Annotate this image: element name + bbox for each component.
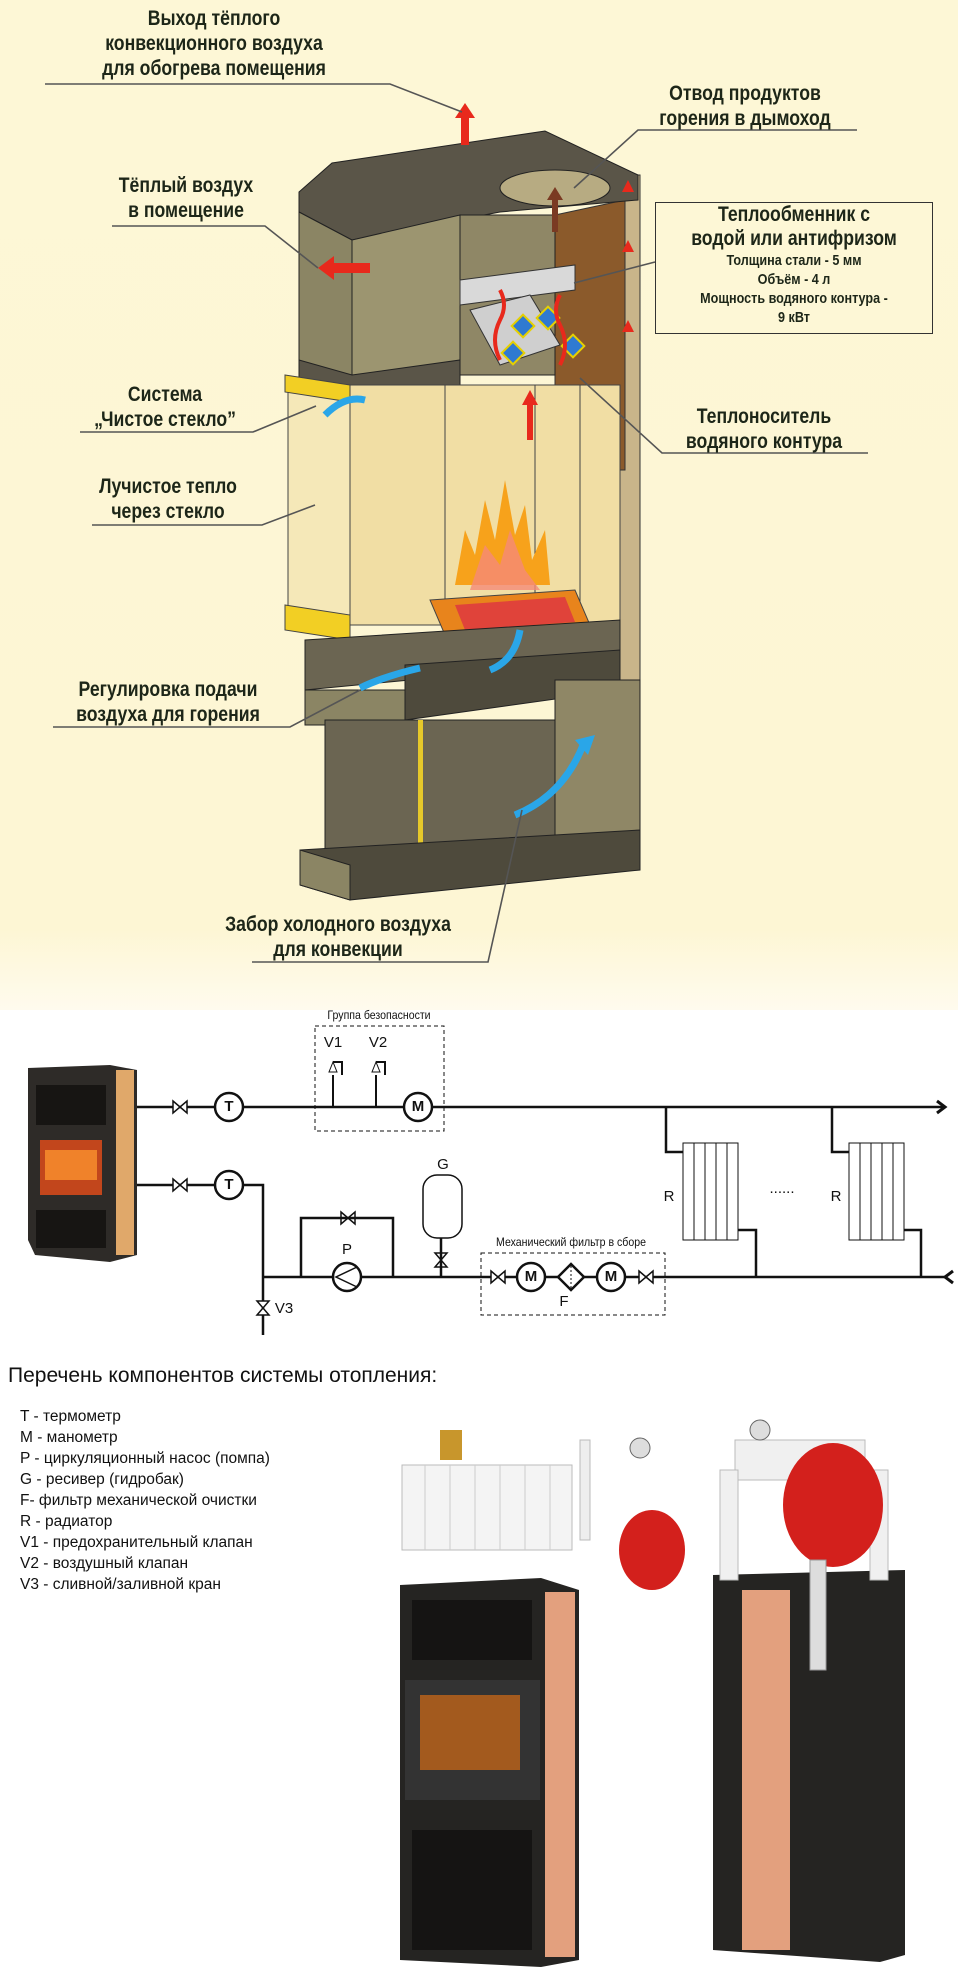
label-line: в помещение (128, 199, 244, 222)
callout-title: водой или антифризом (691, 227, 897, 250)
safety-group-label: Группа безопасности (327, 1008, 431, 1022)
v1-label: V1 (323, 1034, 343, 1051)
callout-title: Теплообменник с (717, 203, 871, 226)
stove-cutaway (284, 103, 641, 901)
filter-group-label: Механический фильтр в сборе (496, 1235, 646, 1249)
legend-item: R - радиатор (20, 1513, 113, 1530)
more-radiators-dots: ...... (769, 1180, 795, 1197)
radiator-label-1: R (663, 1188, 675, 1205)
label-line: Тёплый воздух (118, 174, 254, 197)
manometer-symbol-filter-out: M (604, 1268, 618, 1285)
label-line: конвекционного воздуха (105, 32, 323, 55)
label-warm-air-room: Тёплый воздух в помещение (119, 173, 253, 223)
label-line: Лучистое тепло (99, 475, 237, 498)
manometer-symbol-filter-in: M (524, 1268, 538, 1285)
legend-item: V1 - предохранительный клапан (20, 1534, 253, 1551)
label-air-regulation: Регулировка подачи воздуха для горения (76, 677, 260, 727)
label-line: для обогрева помещения (102, 57, 326, 80)
radiators (682, 1142, 905, 1241)
label-line: горения в дымоход (659, 107, 831, 130)
stove-photo (28, 1065, 137, 1262)
label-flue-gases: Отвод продуктов горения в дымоход (659, 81, 830, 131)
legend-item: V2 - воздушный клапан (20, 1555, 189, 1572)
spec-steel-thickness: Толщина стали - 5 мм (726, 252, 862, 269)
label-line: Забор холодного воздуха (225, 913, 451, 936)
label-warm-air-outlet: Выход тёплого конвекционного воздуха для… (102, 6, 326, 81)
flue-gas-arrow (547, 187, 563, 232)
label-coolant: Теплоноситель водяного контура (686, 404, 842, 454)
label-line: для конвекции (273, 938, 403, 961)
label-radiant-heat: Лучистое тепло через стекло (99, 474, 237, 524)
filter-label: F (559, 1293, 569, 1310)
thermometer-symbol-supply: T (224, 1098, 234, 1115)
heat-exchanger-callout: Теплообменник с водой или антифризом Тол… (655, 202, 933, 334)
label-line: Регулировка подачи (78, 678, 258, 701)
label-line: Отвод продуктов (669, 82, 821, 105)
v3-label: V3 (274, 1300, 294, 1317)
spec-power: Мощность водяного контура - (700, 290, 888, 307)
label-line: воздуха для горения (76, 703, 260, 726)
receiver-label: G (437, 1156, 449, 1173)
label-cold-air-intake: Забор холодного воздуха для конвекции (225, 912, 451, 962)
system-photo-back (713, 1419, 905, 1962)
pump-label: P (341, 1241, 353, 1258)
label-line: Теплоноситель (696, 405, 832, 428)
v2-label: V2 (368, 1034, 388, 1051)
spec-power-value: 9 кВт (778, 309, 810, 326)
label-clean-glass: Система „Чистое стекло” (94, 382, 236, 432)
thermometer-symbol-return: T (224, 1176, 234, 1193)
label-line: Выход тёплого (147, 7, 281, 30)
legend-item: G - ресивер (гидробак) (20, 1471, 184, 1488)
radiator-label-2: R (830, 1188, 842, 1205)
label-line: Система (127, 383, 203, 406)
legend-item: V3 - сливной/заливной кран (20, 1576, 221, 1593)
label-line: „Чистое стекло” (94, 408, 236, 431)
system-photo-front (400, 1430, 685, 1967)
spec-volume: Объём - 4 л (757, 271, 831, 288)
legend-item: M - манометр (20, 1429, 118, 1446)
leader-lines (45, 83, 868, 963)
component-legend: T - термометр M - манометр P - циркуляци… (20, 1406, 270, 1595)
legend-heading: Перечень компонентов системы отопления: (8, 1364, 438, 1387)
hot-air-arrows (318, 103, 634, 440)
cold-air-arrows (322, 395, 589, 819)
label-line: через стекло (111, 500, 225, 523)
label-line: водяного контура (685, 430, 843, 453)
legend-item: P - циркуляционный насос (помпа) (20, 1450, 270, 1467)
manometer-symbol-safety: M (411, 1098, 425, 1115)
legend-item: T - термометр (20, 1408, 121, 1425)
legend-item: F- фильтр механической очистки (20, 1492, 257, 1509)
heating-schematic (28, 1025, 954, 1335)
